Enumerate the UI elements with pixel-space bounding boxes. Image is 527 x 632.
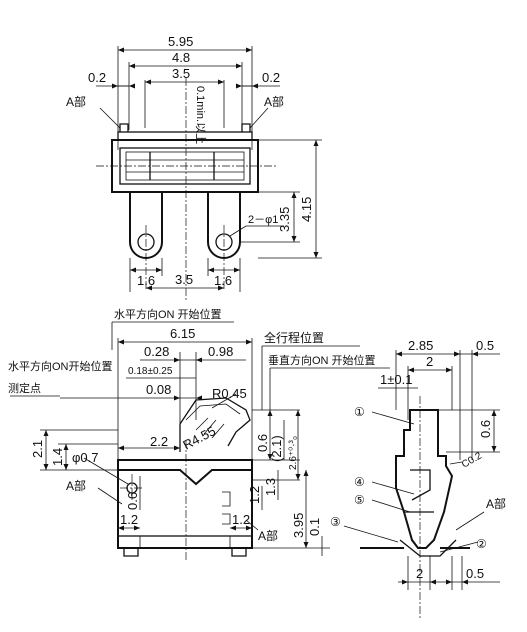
- callout-5: ⑤: [354, 493, 365, 507]
- dim-2-6-tol: 2.6⁺⁰·³₀: [288, 436, 299, 470]
- dim-2-bottom: 2: [416, 566, 423, 581]
- dim-0-5-top: 0.5: [476, 338, 494, 353]
- dim-width-3-5: 3.5: [172, 66, 190, 81]
- dim-1-2-vertical: 1.2: [247, 486, 262, 504]
- label-a-bottom-right: A部: [258, 528, 278, 543]
- dim-0-5-bottom: 0.5: [466, 566, 484, 581]
- dim-2-1: 2.1: [30, 440, 45, 458]
- top-view: 5.95 4.8 3.5 0.2 0.2 A部 A部 0.1min.以上 3.3…: [66, 34, 322, 300]
- label-vertical-on: 垂直方向ON 开始位置: [268, 353, 376, 367]
- dim-1-3-vertical: 1.3: [263, 478, 278, 496]
- dim-1-2-right: 1.2: [232, 512, 250, 527]
- label-horizontal-on: 水平方向ON 开始位置: [114, 307, 222, 321]
- dim-1-2-left: 1.2: [120, 512, 138, 527]
- callout-3: ③: [330, 515, 341, 529]
- front-view: 水平方向ON 开始位置 6.15 0.28 0.98 0.18±0.25 0.0…: [8, 307, 390, 560]
- dim-2-2: 2.2: [150, 434, 168, 449]
- dim-0-18-tol: 0.18±0.25: [128, 366, 173, 377]
- dim-pin-left: 1.6: [137, 273, 155, 288]
- dim-0-6-lower: 0.6: [125, 492, 140, 510]
- label-a-right: A部: [264, 94, 284, 109]
- label-measure-point: 测定点: [8, 381, 41, 395]
- hole-note: 2－φ1: [248, 214, 278, 226]
- label-full-travel: 全行程位置: [264, 330, 324, 345]
- label-a: A部: [486, 496, 506, 511]
- dim-1-tol: 1±0.1: [380, 372, 412, 387]
- dim-0-98: 0.98: [208, 344, 233, 359]
- callout-2: ②: [476, 537, 487, 551]
- dim-total-height: 4.15: [299, 197, 314, 222]
- dim-r4-55: R4.55: [180, 423, 218, 453]
- dim-left-0-2: 0.2: [88, 70, 106, 85]
- dim-overall-width: 5.95: [168, 34, 193, 49]
- dim-c0-2: C0.2: [460, 450, 484, 470]
- dim-r0-45: R0.45: [212, 386, 247, 401]
- dim-width-4-8: 4.8: [172, 50, 190, 65]
- dim-pin-pitch: 3.5: [175, 272, 193, 287]
- dim-overall: 6.15: [170, 326, 195, 341]
- dim-2-top: 2: [426, 354, 433, 369]
- detail-view: 2.85 0.5 2 1±0.1 0.6 C0.2 A部 2 0.5 ① ② ③…: [330, 338, 506, 620]
- note-min: 0.1min.以上: [194, 86, 207, 144]
- dim-0-6-vertical: 0.6: [255, 434, 270, 452]
- label-a-bottom-left: A部: [66, 478, 86, 493]
- dim-pin-right: 1.6: [214, 273, 232, 288]
- callout-4: ④: [354, 475, 365, 489]
- dim-2-1-paren: (2.1): [269, 435, 284, 462]
- label-horizontal-on-left: 水平方向ON开始位置: [8, 359, 113, 373]
- dim-pin-height: 3.35: [277, 207, 292, 232]
- dim-0-28: 0.28: [144, 344, 169, 359]
- dim-right-0-2: 0.2: [262, 70, 280, 85]
- dim-0-6: 0.6: [478, 420, 493, 438]
- dim-1-4: 1.4: [50, 448, 65, 466]
- dim-phi-0-7: φ0.7: [72, 450, 99, 465]
- label-a-left: A部: [66, 94, 86, 109]
- dim-3-95: 3.95: [291, 513, 306, 538]
- dim-2-85: 2.85: [408, 338, 433, 353]
- dim-0-1: 0.1: [307, 518, 322, 536]
- dim-0-08: 0.08: [146, 382, 171, 397]
- callout-1: ①: [354, 405, 365, 419]
